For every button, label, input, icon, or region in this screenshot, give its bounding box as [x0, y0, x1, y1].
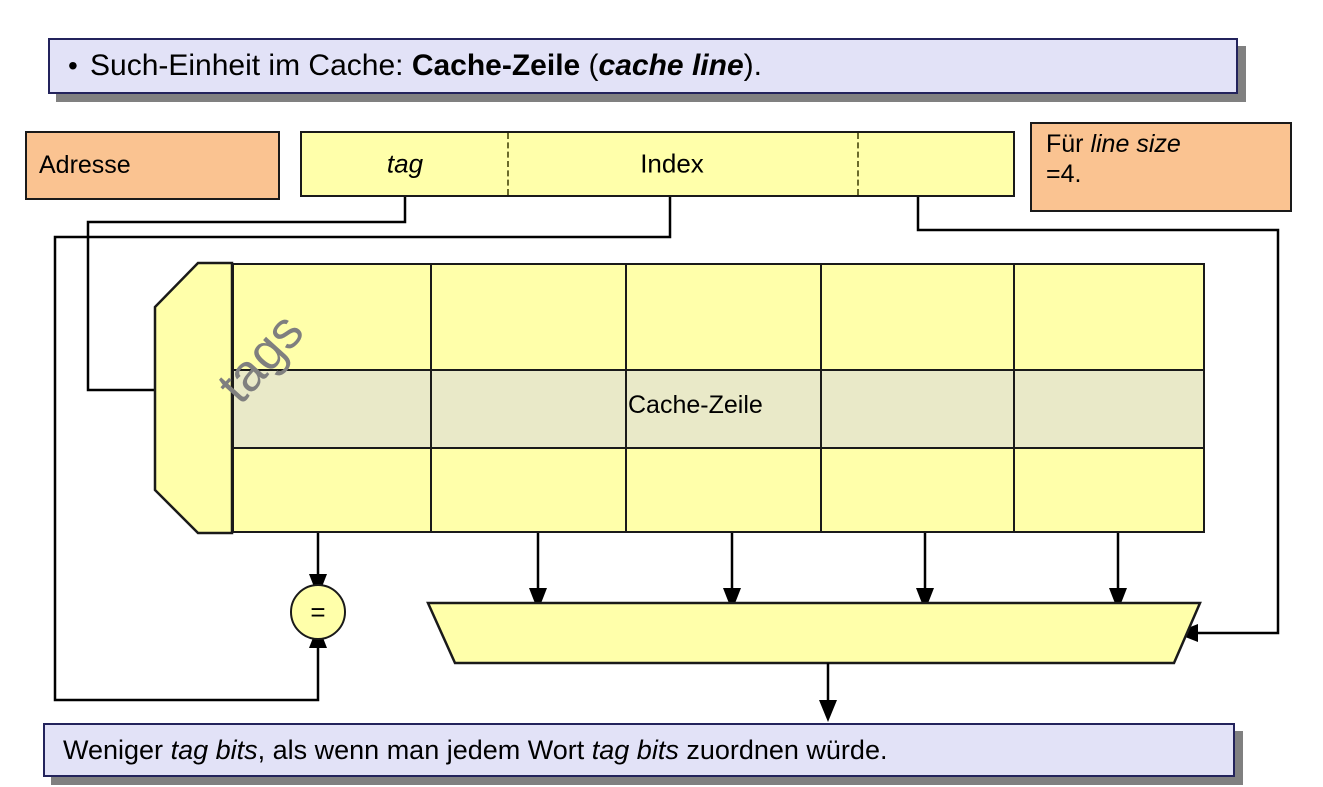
- comparator-symbol: =: [310, 596, 326, 627]
- grid-divider-4: [1013, 265, 1015, 531]
- header-callout: • Such-Einheit im Cache: Cache-Zeile (ca…: [48, 38, 1238, 94]
- cache-line-label: Cache-Zeile: [628, 391, 763, 419]
- arrowhead-tags-block: [168, 381, 191, 399]
- grid-divider-1: [430, 265, 432, 531]
- arrowhead-word0: [529, 588, 547, 611]
- cache-array-grid: Cache-Zeile: [232, 263, 1205, 533]
- line-size-note-box: Für line size =4.: [1030, 122, 1292, 212]
- address-field-index: Index: [640, 148, 704, 179]
- arrowhead-word2: [916, 588, 934, 611]
- tags-array-shape: [153, 261, 234, 535]
- line-size-italic: line size: [1090, 130, 1181, 158]
- address-field-bar: tag Index: [300, 131, 1015, 197]
- grid-divider-2: [625, 265, 627, 531]
- header-text: Such-Einheit im Cache: Cache-Zeile (cach…: [90, 49, 762, 82]
- bullet-icon: •: [68, 50, 78, 81]
- footer-text: Weniger tag bits, als wenn man jedem Wor…: [63, 734, 888, 765]
- address-divider-index-offset: [857, 133, 859, 195]
- address-field-tag: tag: [386, 148, 424, 179]
- line-size-note-line1: Für line size: [1046, 130, 1181, 158]
- arrowhead-word3: [1109, 588, 1127, 611]
- arrowhead-mux-output: [819, 700, 837, 722]
- arrowhead-word1: [723, 588, 741, 611]
- line-size-note-line2: =4.: [1046, 159, 1082, 188]
- comparator-equals: =: [290, 584, 346, 640]
- arrowhead-mux-select: [1175, 624, 1198, 642]
- grid-divider-3: [820, 265, 822, 531]
- address-label-box: Adresse: [25, 131, 280, 200]
- address-label-text: Adresse: [39, 151, 131, 179]
- address-divider-tag-index: [507, 133, 509, 195]
- multiplexer-shape: [426, 601, 1202, 665]
- cache-line-highlight-row: [234, 369, 1203, 449]
- footer-callout: Weniger tag bits, als wenn man jedem Wor…: [43, 723, 1235, 777]
